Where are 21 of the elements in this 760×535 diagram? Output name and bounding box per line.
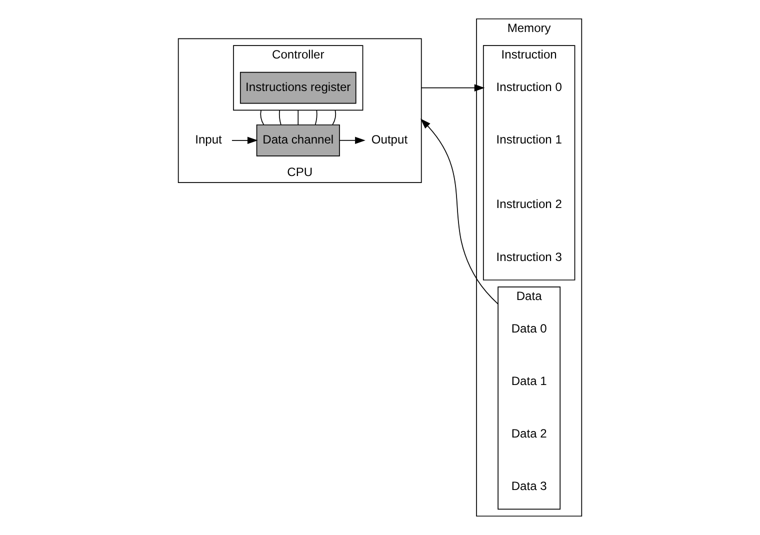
connector — [314, 110, 318, 126]
node-text: Data 2 — [511, 426, 547, 440]
arrow — [232, 136, 258, 144]
node-text: Input — [195, 132, 222, 147]
connector — [260, 110, 264, 126]
node-text: Data 3 — [511, 479, 547, 494]
node-text: Instruction 0 — [496, 80, 562, 94]
arrow — [420, 84, 485, 92]
connector — [332, 110, 336, 126]
node-text: Data 0 — [511, 321, 547, 336]
node-text: Instruction 2 — [496, 197, 562, 212]
connector — [278, 110, 282, 126]
connector — [298, 110, 299, 126]
node-box: Instructions register — [240, 72, 356, 104]
node-text: Instruction 1 — [496, 132, 562, 147]
node-box: Data channel — [256, 124, 340, 156]
node-text: Data 1 — [511, 374, 547, 388]
node-text: Instruction 3 — [496, 250, 562, 264]
arrow — [420, 118, 498, 305]
node-text: Output — [371, 132, 408, 147]
arrow — [339, 136, 366, 144]
